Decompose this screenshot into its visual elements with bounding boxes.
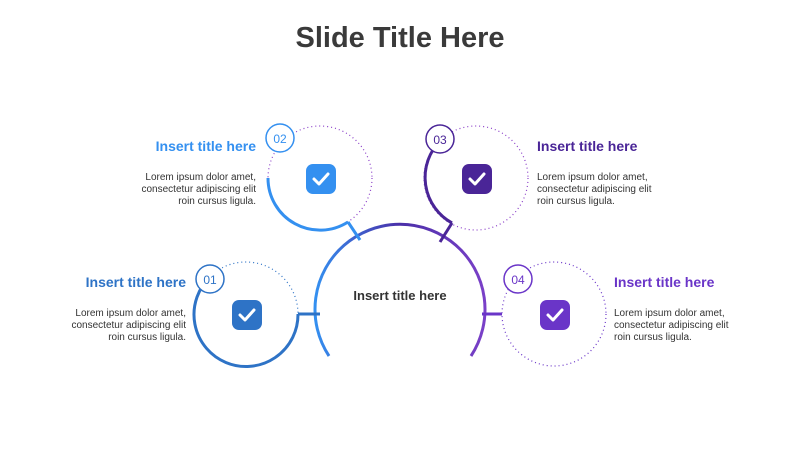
step-02-body: Lorem ipsum dolor amet, consectetur adip…: [141, 172, 256, 207]
step-02-node: 02: [265, 123, 373, 241]
step-04-dotted-ring: [501, 261, 607, 367]
step-04-icon-box: [540, 300, 570, 330]
step-04-node: 04: [482, 261, 607, 367]
step-02-icon-box: [306, 164, 336, 194]
check-icon: [312, 172, 330, 186]
step-02-number-circle: [265, 123, 295, 153]
step-04-title: Insert title here: [614, 274, 715, 290]
step-03-number-circle: [425, 124, 455, 154]
step-03-dotted-ring: [423, 125, 529, 231]
step-02-connector: [346, 221, 362, 241]
step-01-number: 01: [203, 273, 217, 287]
step-02-title: Insert title here: [155, 138, 256, 154]
step-04-number-circle: [503, 264, 533, 294]
step-02-number: 02: [273, 132, 287, 146]
slide-title: Slide Title Here: [295, 22, 505, 54]
step-02-solid-arc: [266, 177, 349, 232]
check-icon: [546, 308, 564, 322]
step-01-number-circle: [195, 264, 225, 294]
step-04-number: 04: [511, 273, 525, 287]
step-03-title: Insert title here: [537, 138, 638, 154]
step-01-body: Lorem ipsum dolor amet, consectetur adip…: [71, 308, 186, 343]
step-03-body: Lorem ipsum dolor amet, consectetur adip…: [537, 172, 652, 207]
step-04-body: Lorem ipsum dolor amet, consectetur adip…: [614, 308, 729, 343]
step-01-icon-box: [232, 300, 262, 330]
step-03-icon-box: [462, 164, 492, 194]
check-icon: [238, 308, 256, 322]
center-title: Insert title here: [353, 288, 447, 303]
step-01-node: 01: [192, 261, 320, 369]
step-01-title: Insert title here: [85, 274, 186, 290]
step-03-node: 03: [423, 124, 529, 243]
step-02-dotted-ring: [267, 125, 373, 231]
center-arc: [313, 222, 487, 357]
check-icon: [468, 172, 486, 186]
step-03-number: 03: [433, 133, 447, 147]
step-01-solid-arc: [192, 275, 300, 369]
step-03-connector: [438, 222, 454, 243]
